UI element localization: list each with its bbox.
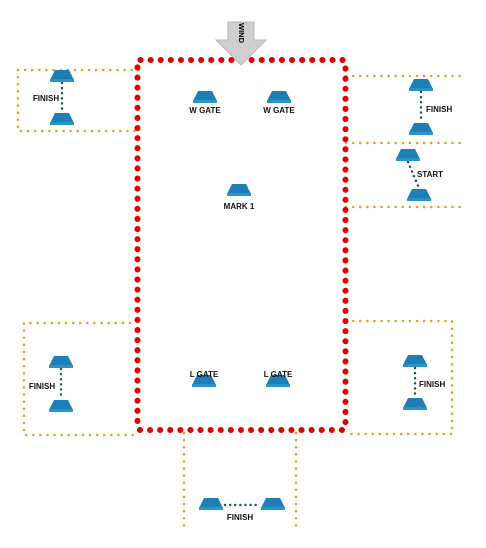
l-gate-right-buoy-icon [266,375,290,387]
l-gate-left-buoy-icon [192,375,216,387]
finish-line-connectors [59,81,423,507]
l-gate-right-label: L GATE [264,370,293,379]
finish-area-top-right-border [344,74,466,145]
finish-top-right-first-buoy-icon [409,79,433,91]
finish-bottom-first-buoy-icon [199,498,223,510]
finish-area-bottom-border [182,431,298,530]
finish-mid-right-first-buoy-icon [403,355,427,367]
mark-1-label: MARK 1 [224,202,255,211]
w-gate-left-buoy-icon [193,91,217,103]
finish-mid-right-second-buoy-icon [403,398,427,410]
start-right-second-buoy-icon [407,189,431,201]
finish-top-left-second-buoy-icon [50,113,74,125]
finish-mid-left-label: FINISH [29,382,55,391]
w-gate-right-buoy-icon [267,91,291,103]
finish-bottom-label: FINISH [227,513,253,522]
finish-area-top-left-border [16,68,142,133]
finish-area-mid-right-border [344,319,454,436]
finish-mid-left-first-buoy-icon [49,356,73,368]
start-right-finish-line [406,160,421,190]
start-right-label: START [417,170,443,179]
finish-mid-right-label: FINISH [419,380,445,389]
side-area-borders [16,68,466,530]
w-gate-left-label: W GATE [189,106,221,115]
finish-top-left-label: FINISH [33,94,59,103]
finish-top-right-second-buoy-icon [409,123,433,135]
l-gate-left-label: L GATE [190,370,219,379]
labels: W GATE W GATE MARK 1 L GATE L GATE FINISH FINI… [29,94,453,522]
wind-label: WIND [237,23,246,44]
course-area-border [134,57,349,433]
buoys [49,70,433,510]
w-gate-right-label: W GATE [263,106,295,115]
finish-top-left-first-buoy-icon [50,70,74,82]
mark-1-buoy-icon [227,184,251,196]
start-right-first-buoy-icon [396,149,420,161]
finish-bottom-second-buoy-icon [261,498,285,510]
finish-top-right-label: FINISH [426,105,452,114]
wind-indicator: WIND [214,21,268,66]
finish-area-mid-left-border [22,321,140,437]
wind-arrow-icon [214,21,268,66]
finish-mid-left-second-buoy-icon [49,400,73,412]
